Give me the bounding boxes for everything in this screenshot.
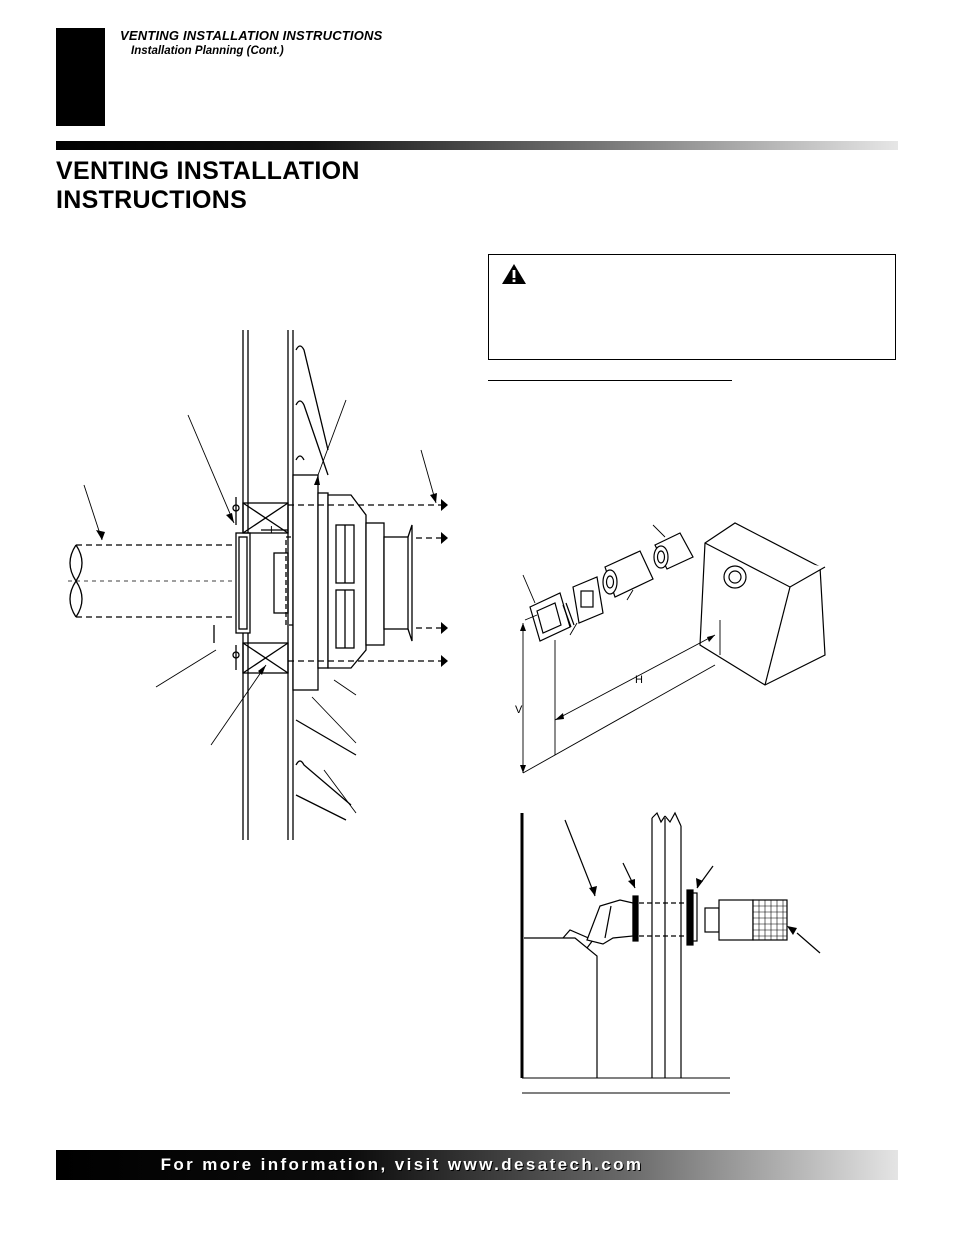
warning-box	[488, 254, 896, 360]
footer-text: For more information, visit www.desatech…	[160, 1155, 644, 1174]
dimension-label-v: V	[515, 704, 523, 716]
dimension-label-h: H	[635, 674, 643, 686]
vent-kit-exploded-figure: H V	[515, 522, 826, 774]
header-section-title: VENTING INSTALLATION INSTRUCTIONS	[120, 28, 383, 43]
header-subsection: Installation Planning (Cont.)	[131, 45, 284, 57]
page-title-line-1: VENTING INSTALLATION	[56, 157, 360, 185]
section-tab-marker	[56, 28, 105, 126]
header-gradient-rule	[56, 141, 898, 150]
vent-cap-wall-section-figure: I	[68, 330, 448, 840]
page-title-line-2: INSTRUCTIONS	[56, 186, 248, 214]
footer-banner: For more information, visit www.desatech…	[56, 1150, 898, 1180]
vent-side-view-figure	[520, 811, 821, 1094]
page-title: VENTING INSTALLATION INSTRUCTIONS	[56, 157, 360, 215]
section-underline	[488, 380, 732, 381]
dimension-label-i: I	[270, 525, 273, 536]
warning-triangle-icon	[502, 264, 526, 284]
